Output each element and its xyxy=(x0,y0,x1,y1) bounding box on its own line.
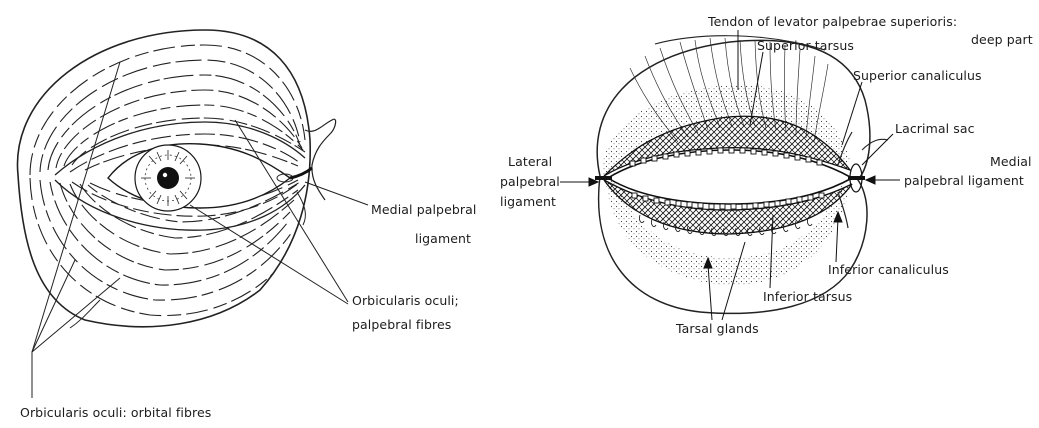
left-eye-figure: Medial palpebral ligament Orbicularis oc… xyxy=(17,30,476,420)
label-lacrimal-sac: Lacrimal sac xyxy=(895,121,975,136)
label-orbicularis-palpebral-2: palpebral fibres xyxy=(352,317,451,332)
label-inferior-canaliculus: Inferior canaliculus xyxy=(828,262,949,277)
right-tarsal-figure: Tendon of levator palpebrae superioris: … xyxy=(500,14,1033,336)
label-tarsal-glands: Tarsal glands xyxy=(675,321,759,336)
label-lateral-palpebral-2: palpebral xyxy=(500,174,560,189)
label-superior-tarsus: Superior tarsus xyxy=(757,38,854,53)
label-superior-canaliculus: Superior canaliculus xyxy=(853,68,982,83)
leader-orbital-fibres-3 xyxy=(32,278,120,352)
leader-medial-palpebral xyxy=(305,182,368,205)
label-medial-palpebral-ligament-1: Medial palpebral xyxy=(371,202,477,217)
label-inferior-tarsus: Inferior tarsus xyxy=(763,289,852,304)
label-orbicularis-orbital: Orbicularis oculi: orbital fibres xyxy=(20,405,211,420)
label-orbicularis-palpebral-1: Orbicularis oculi; xyxy=(352,293,459,308)
label-lateral-palpebral-3: ligament xyxy=(500,194,556,209)
label-lateral-palpebral-1: Lateral xyxy=(508,154,552,169)
label-medial-palpebral-1: Medial xyxy=(990,154,1032,169)
pupil xyxy=(157,167,179,189)
label-medial-palpebral-ligament-2: ligament xyxy=(415,231,471,246)
label-medial-palpebral-2: palpebral ligament xyxy=(904,173,1024,188)
leader-orbital-fibres-1 xyxy=(32,62,120,352)
label-tendon-levator-2: deep part xyxy=(971,32,1033,47)
label-tendon-levator-1: Tendon of levator palpebrae superioris: xyxy=(707,14,957,29)
